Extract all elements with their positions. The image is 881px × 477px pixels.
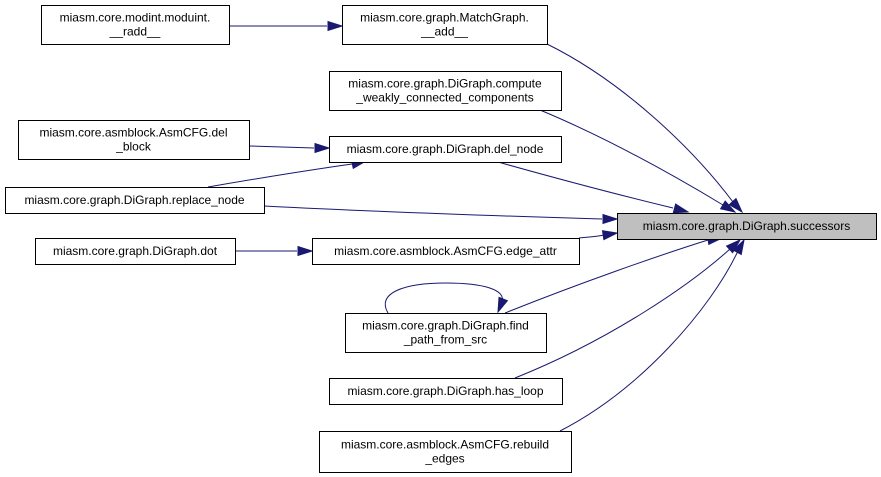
nodes-layer: miasm.core.modint.moduint.__radd__miasm.… (5, 5, 877, 473)
node-label: miasm.core.graph.DiGraph.compute (348, 77, 542, 91)
node-label: miasm.core.graph.DiGraph.replace_node (24, 193, 244, 207)
arrowhead-has-loop-to-successors (725, 238, 742, 254)
arrowhead-del-node-to-successors (672, 203, 690, 214)
node-edge-attr[interactable]: miasm.core.asmblock.AsmCFG.edge_attr (312, 238, 580, 265)
node-box (329, 136, 562, 163)
node-successors[interactable]: miasm.core.graph.DiGraph.successors (617, 213, 877, 240)
node-label: __add__ (420, 25, 468, 39)
node-label: _path_from_src (403, 333, 487, 347)
edge-compute-wcc-to-successors (539, 109, 724, 206)
node-box (5, 187, 265, 214)
node-label: _weakly_connected_components (355, 91, 533, 105)
node-box (41, 5, 230, 45)
arrowhead-radd-to-matchgraph-add (327, 20, 344, 32)
node-label: miasm.core.modint.moduint. (60, 11, 211, 25)
edge-del-block-to-del-node (248, 145, 315, 149)
node-matchgraph-add[interactable]: miasm.core.graph.MatchGraph.__add__ (342, 5, 548, 45)
node-compute-wcc[interactable]: miasm.core.graph.DiGraph.compute_weakly_… (329, 71, 562, 111)
node-label: miasm.core.graph.MatchGraph. (360, 11, 529, 25)
node-label: miasm.core.graph.DiGraph.dot (53, 244, 218, 258)
arrowhead-matchgraph-add-to-successors (728, 197, 744, 214)
edge-has-loop-to-successors (514, 248, 731, 379)
edge-del-node-to-successors (497, 161, 674, 209)
node-box (617, 213, 877, 240)
node-label: miasm.core.asmblock.AsmCFG.rebuild (341, 438, 549, 452)
node-del-block[interactable]: miasm.core.asmblock.AsmCFG.del_block (18, 120, 250, 160)
node-del-node[interactable]: miasm.core.graph.DiGraph.del_node (329, 136, 562, 163)
arrowhead-rebuild-edges-to-successors (732, 238, 745, 256)
node-label: miasm.core.graph.DiGraph.find (362, 319, 529, 333)
edge-replace-node-to-successors (263, 205, 603, 220)
node-dot[interactable]: miasm.core.graph.DiGraph.dot (35, 238, 236, 265)
edge-find-path-from-src-to-successors (504, 239, 709, 314)
edge-find-path-from-src-to-find-path-from-src (384, 282, 503, 314)
node-label: __radd__ (109, 25, 161, 39)
node-label: _edges (424, 452, 464, 466)
edge-edge-attr-to-successors (578, 234, 605, 239)
node-box (329, 378, 563, 405)
node-rebuild-edges[interactable]: miasm.core.asmblock.AsmCFG.rebuild_edges (319, 431, 572, 473)
node-box (35, 238, 236, 265)
node-box (345, 313, 547, 353)
node-label: miasm.core.graph.DiGraph.successors (643, 219, 850, 233)
node-box (319, 431, 572, 473)
node-radd[interactable]: miasm.core.modint.moduint.__radd__ (41, 5, 230, 45)
node-label: miasm.core.asmblock.AsmCFG.del (39, 126, 227, 140)
node-label: _block (115, 140, 152, 154)
arrowhead-dot-to-edge-attr (297, 245, 314, 257)
arrowhead-compute-wcc-to-successors (719, 200, 737, 213)
edge-replace-node-to-del-node (207, 163, 353, 188)
node-box (312, 238, 580, 265)
node-replace-node[interactable]: miasm.core.graph.DiGraph.replace_node (5, 187, 265, 214)
node-label: miasm.core.asmblock.AsmCFG.edge_attr (334, 244, 557, 258)
edge-rebuild-edges-to-successors (559, 250, 739, 432)
node-box (18, 120, 250, 160)
node-box (342, 5, 548, 45)
node-label: miasm.core.graph.DiGraph.has_loop (347, 384, 543, 398)
node-box (329, 71, 562, 111)
node-has-loop[interactable]: miasm.core.graph.DiGraph.has_loop (329, 378, 563, 405)
node-find-path-from-src[interactable]: miasm.core.graph.DiGraph.find_path_from_… (345, 313, 547, 353)
arrowhead-del-block-to-del-node (314, 142, 331, 154)
node-label: miasm.core.graph.DiGraph.del_node (347, 142, 544, 156)
arrowhead-find-path-from-src-to-find-path-from-src (497, 296, 509, 314)
arrowhead-replace-node-to-successors (602, 213, 619, 225)
arrowhead-edge-attr-to-successors (601, 230, 619, 241)
edge-matchgraph-add-to-successors (546, 43, 734, 203)
